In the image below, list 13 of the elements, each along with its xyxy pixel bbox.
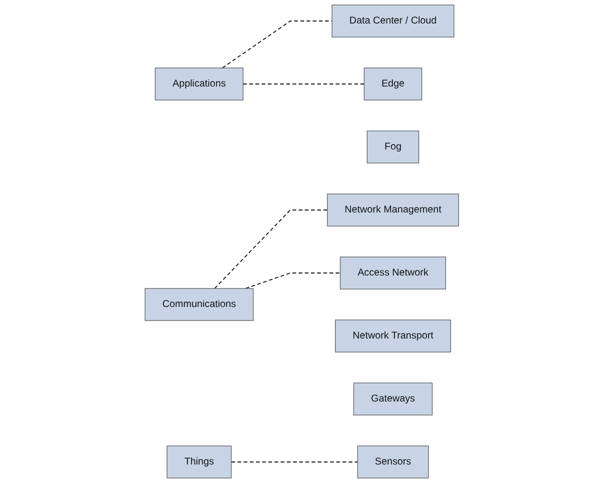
node-box: Fog xyxy=(367,130,420,164)
node-box: Access Network xyxy=(340,256,446,290)
connector xyxy=(214,210,328,289)
node-box: Network Transport xyxy=(335,320,452,352)
node-box: Applications xyxy=(155,68,244,100)
node-box: Data Center / Cloud xyxy=(332,4,454,38)
node-box: Gateways xyxy=(354,382,433,416)
node-box: Network Management xyxy=(327,194,460,226)
node-box: Things xyxy=(166,446,232,478)
node-box: Communications xyxy=(144,288,254,321)
connector xyxy=(245,272,341,289)
node-box: Edge xyxy=(364,68,422,100)
node-box: Sensors xyxy=(357,446,429,478)
